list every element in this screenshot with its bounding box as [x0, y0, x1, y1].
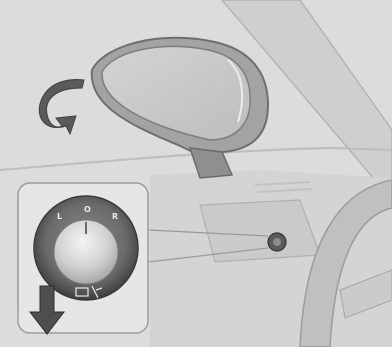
knob-label-right: R	[112, 213, 118, 221]
switch-location-center	[273, 238, 281, 246]
knob-label-off: O	[84, 206, 91, 214]
door-trim	[200, 200, 320, 262]
knob-label-left: L	[57, 213, 62, 221]
